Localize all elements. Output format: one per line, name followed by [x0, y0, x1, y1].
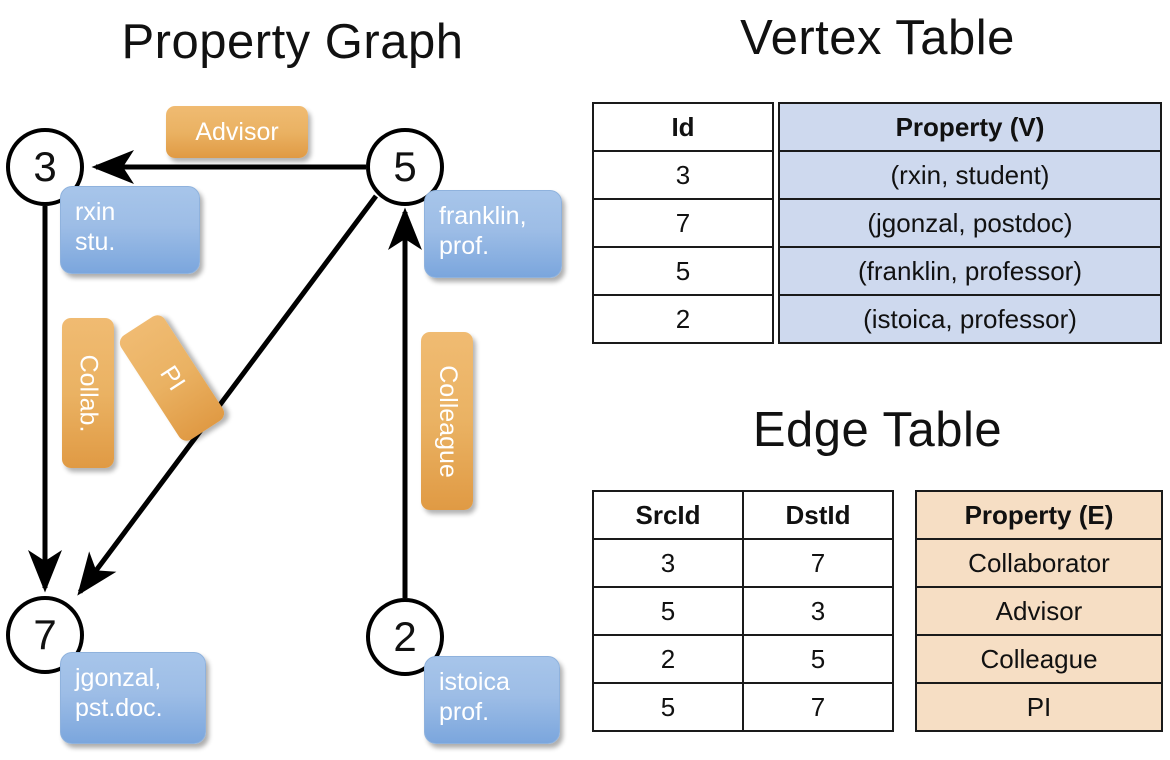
node-property-box-jgonzal: jgonzal, pst.doc. [60, 652, 206, 744]
edge-cell-dst: 3 [742, 586, 894, 636]
vertex-cell-property: (franklin, professor) [778, 246, 1162, 296]
vertex-cell-id: 5 [592, 246, 774, 296]
edge-cell-property: Advisor [915, 586, 1163, 636]
vertex-cell-property: (istoica, professor) [778, 294, 1162, 344]
table-row: (istoica, professor) [778, 294, 1162, 344]
page-title-property-graph: Property Graph [121, 15, 464, 69]
edge-cell-property: PI [915, 682, 1163, 732]
page-title-edge-table: Edge Table [752, 403, 1003, 457]
vertex-cell-property: (rxin, student) [778, 150, 1162, 200]
edge-cell-dst: 7 [742, 682, 894, 732]
table-header-row: Property (E) [915, 490, 1163, 540]
vertex-cell-id: 7 [592, 198, 774, 248]
edge-cell-src: 3 [592, 538, 744, 588]
node-property-box-rxin: rxin stu. [60, 186, 200, 274]
edge-label-colleague-text: Colleague [433, 364, 462, 478]
edge-cell-src: 5 [592, 682, 744, 732]
table-row: (franklin, professor) [778, 246, 1162, 296]
table-row: 7 [592, 198, 774, 248]
table-row: 3 7 [592, 538, 894, 588]
table-row: (jgonzal, postdoc) [778, 198, 1162, 248]
table-row: 2 [592, 294, 774, 344]
vertex-cell-id: 3 [592, 150, 774, 200]
vertex-table-id-column: Id 3 7 5 2 [592, 102, 774, 344]
page-title-vertex-table: Vertex Table [740, 11, 1015, 65]
edge-header-srcid: SrcId [592, 490, 744, 540]
graph-node-5[interactable]: 5 [366, 128, 444, 206]
edge-table-property-column: Property (E) Collaborator Advisor Collea… [915, 490, 1163, 732]
table-row: 5 3 [592, 586, 894, 636]
edge-cell-src: 2 [592, 634, 744, 684]
table-row: 5 7 [592, 682, 894, 732]
edge-label-advisor-text: Advisor [195, 117, 279, 146]
edge-cell-dst: 5 [742, 634, 894, 684]
table-header-row: SrcId DstId [592, 490, 894, 540]
edge-label-collab: Collab. [62, 318, 114, 468]
table-row: 2 5 [592, 634, 894, 684]
graph-node-2[interactable]: 2 [366, 598, 444, 676]
edge-cell-property: Colleague [915, 634, 1163, 684]
vertex-header-property: Property (V) [778, 102, 1162, 152]
edge-cell-dst: 7 [742, 538, 894, 588]
table-row: Advisor [915, 586, 1163, 636]
edge-header-dstid: DstId [742, 490, 894, 540]
edge-table-src-dst-columns: SrcId DstId 3 7 5 3 2 5 5 7 [592, 490, 894, 732]
edge-label-pi-text: PI [154, 360, 191, 396]
table-row: PI [915, 682, 1163, 732]
edge-5-to-7-pi [77, 194, 379, 596]
edge-header-property: Property (E) [915, 490, 1163, 540]
table-header-row: Id [592, 102, 774, 152]
edge-label-collab-text: Collab. [74, 354, 103, 432]
node-property-box-istoica: istoica prof. [424, 656, 560, 744]
table-header-row: Property (V) [778, 102, 1162, 152]
table-row: 3 [592, 150, 774, 200]
edge-cell-property: Collaborator [915, 538, 1163, 588]
graph-edges-svg [28, 150, 422, 598]
vertex-header-id: Id [592, 102, 774, 152]
table-row: Colleague [915, 634, 1163, 684]
table-row: (rxin, student) [778, 150, 1162, 200]
vertex-cell-property: (jgonzal, postdoc) [778, 198, 1162, 248]
edge-cell-src: 5 [592, 586, 744, 636]
vertex-table-property-column: Property (V) (rxin, student) (jgonzal, p… [778, 102, 1162, 344]
property-graph-canvas: 3 5 7 2 rxin stu. franklin, prof. jgonza… [6, 106, 562, 744]
edge-label-advisor: Advisor [166, 106, 308, 158]
vertex-cell-id: 2 [592, 294, 774, 344]
table-row: 5 [592, 246, 774, 296]
table-row: Collaborator [915, 538, 1163, 588]
node-property-box-franklin: franklin, prof. [424, 190, 562, 278]
edge-label-colleague: Colleague [421, 332, 473, 510]
